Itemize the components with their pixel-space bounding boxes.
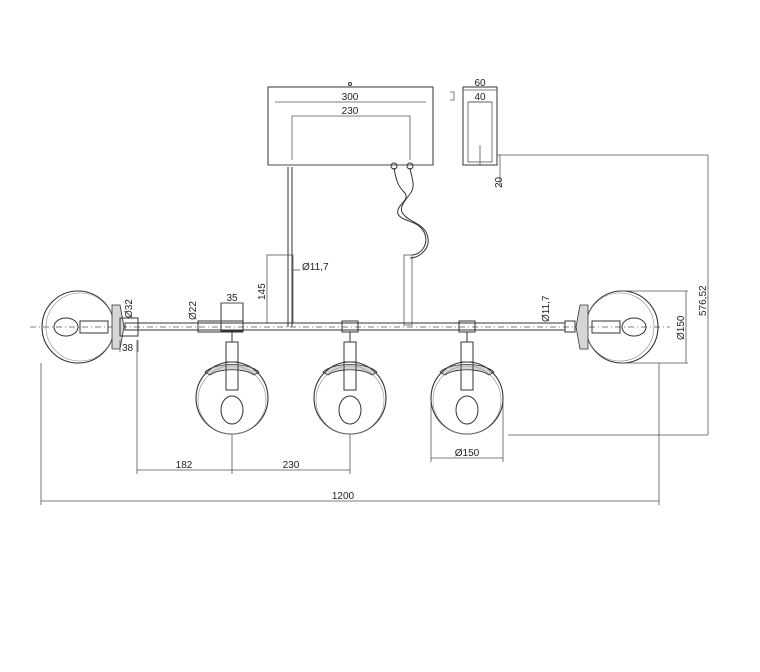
canopy-width-label: 300 [342,92,359,103]
canopy-front-view: 300 230 [267,82,434,170]
overall-height-label: 576,52 [698,285,709,316]
fitting-width-label: 35 [226,293,238,304]
hanging-shade-2 [313,332,387,435]
spacing-label: 230 [283,460,300,471]
cable-dia-label: Ø11,7 [302,262,329,273]
canopy-height-label: 20 [494,176,505,188]
main-rod: 35 Ø22 Ø11,7 [30,293,670,333]
end-cap-length-label: 38 [122,343,134,354]
hanging-shade-1 [195,332,269,435]
hanging-shade-3: Ø150 [430,332,504,462]
canopy-depth-label: 60 [474,78,486,89]
shade-dia-bottom-label: Ø150 [455,448,480,459]
suspension-cable: 145 Ø11,7 [257,167,329,327]
power-cord [393,167,429,326]
left-end-shade: 38 Ø32 [41,290,139,364]
drop-height-label: 145 [257,283,268,300]
overall-length-label: 1200 [332,491,355,502]
overall-height-dimension: 576,52 [497,154,709,436]
end-cap-dia-label: Ø32 [124,299,135,318]
offset-left-label: 182 [176,460,193,471]
shade-dia-side-label: Ø150 [676,315,687,340]
canopy-inner-depth-label: 40 [474,92,486,103]
right-end-shade: Ø150 [575,290,688,364]
canopy-inner-label: 230 [342,106,359,117]
canopy-side-view: 60 40 20 [450,78,505,188]
bottom-dimensions: 182 230 1200 [40,340,660,505]
rod-dia-right-label: Ø11,7 [541,295,552,322]
socket-dia-label: Ø22 [188,301,199,320]
